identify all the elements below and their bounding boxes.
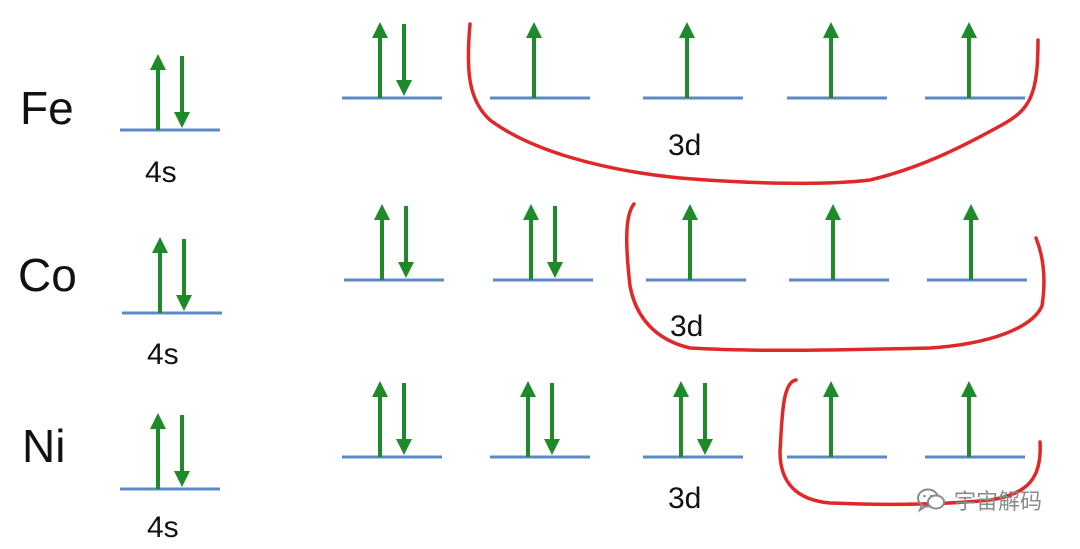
orbital-3d-ni-1-down-arrow-head [396, 439, 412, 455]
watermark-text: 宇宙解码 [953, 490, 1042, 515]
orbital-3d-ni-3-up-arrow-head [673, 381, 689, 397]
orbital-3d-ni-2-down-arrow-head [544, 439, 560, 455]
orbital-3d-fe-5-up-arrow-head [961, 22, 977, 38]
orbital-3d-co-2-up-arrow-head [523, 204, 539, 220]
orbital-3d-fe-1-down-arrow-head [396, 80, 412, 96]
orbital-4s-fe-down-arrow-head [174, 112, 190, 128]
orbital-label-4s-co: 4s [147, 338, 179, 371]
orbital-3d-ni-4-up-arrow-head [823, 381, 839, 397]
unpaired-bracket-fe [466, 22, 1040, 186]
orbital-group [120, 22, 1027, 491]
orbital-3d-co-2-down-arrow-head [547, 262, 563, 278]
orbital-3d-ni-1-up-arrow-head [372, 381, 388, 397]
orbital-label-3d-fe: 3d [668, 129, 701, 162]
orbital-3d-co-3-up-arrow-head [682, 204, 698, 220]
watermark: 宇宙解码 [916, 484, 1042, 516]
orbital-3d-fe-1-up-arrow-head [372, 22, 388, 38]
orbital-3d-ni-5-up-arrow-head [961, 381, 977, 397]
element-symbol-fe: Fe [20, 82, 74, 134]
orbital-4s-co-down-arrow-head [176, 295, 192, 311]
orbital-4s-ni-down-arrow-head [174, 471, 190, 487]
unpaired-bracket-co [625, 202, 1046, 353]
orbital-3d-ni-3-down-arrow-head [697, 439, 713, 455]
orbital-label-4s-fe: 4s [145, 156, 177, 189]
orbital-3d-fe-4-up-arrow-head [823, 22, 839, 38]
element-symbol-co: Co [18, 249, 77, 301]
element-symbol-ni: Ni [22, 420, 65, 472]
orbital-3d-co-1-down-arrow-head [398, 262, 414, 278]
orbital-label-3d-ni: 3d [668, 482, 701, 515]
wechat-icon [916, 488, 945, 513]
unpaired-bracket-ni [778, 378, 1042, 506]
orbital-3d-fe-2-up-arrow-head [526, 22, 542, 38]
orbital-4s-ni-up-arrow-head [150, 413, 166, 429]
orbital-3d-fe-3-up-arrow-head [679, 22, 695, 38]
orbital-label-4s-ni: 4s [147, 511, 179, 544]
orbital-3d-ni-2-up-arrow-head [520, 381, 536, 397]
orbital-3d-co-4-up-arrow-head [825, 204, 841, 220]
orbital-3d-co-1-up-arrow-head [374, 204, 390, 220]
orbital-3d-co-5-up-arrow-head [963, 204, 979, 220]
orbital-4s-co-up-arrow-head [152, 237, 168, 253]
orbital-4s-fe-up-arrow-head [150, 54, 166, 70]
orbital-label-3d-co: 3d [670, 310, 703, 343]
